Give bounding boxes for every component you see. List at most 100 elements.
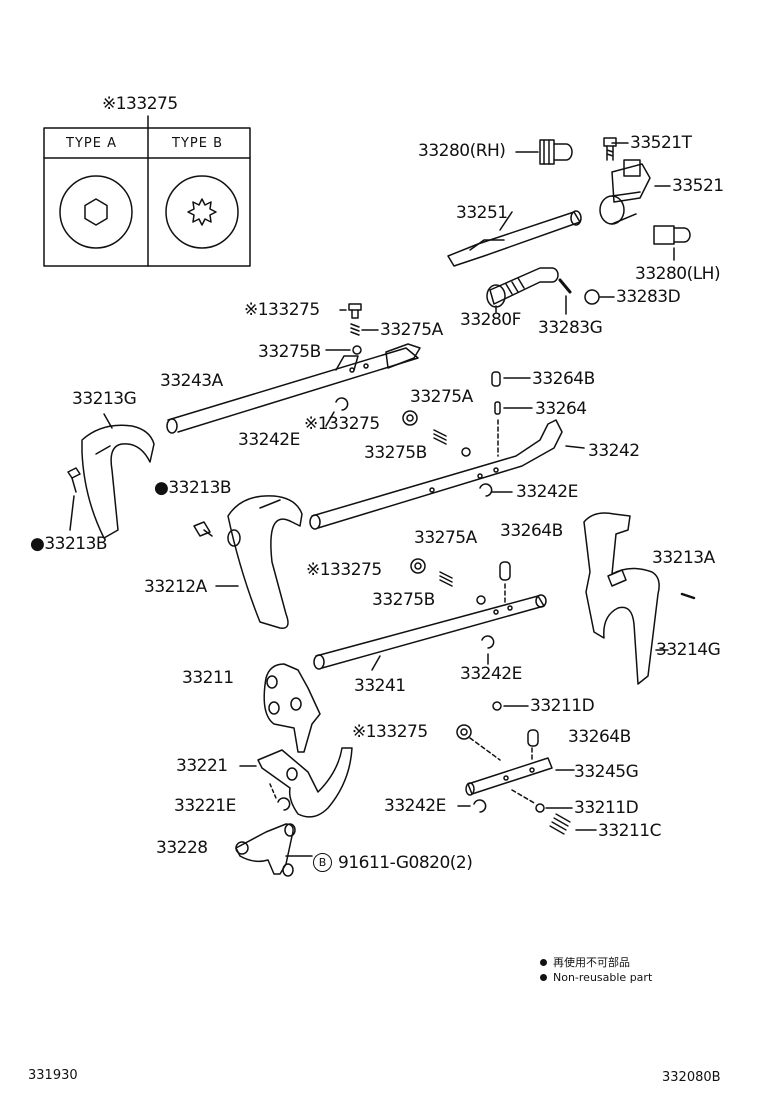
part-33275a-mid — [433, 429, 447, 445]
label-33241: 33241 — [354, 676, 406, 696]
part-33283d — [584, 289, 615, 305]
part-33242e-top — [325, 397, 349, 427]
part-33275b-mid — [461, 447, 471, 457]
b-circle-symbol: B — [313, 853, 332, 872]
label-33275b-3: 33275B — [372, 590, 435, 610]
part-33242e-bottom — [457, 799, 487, 813]
legend-en-text: Non-reusable part — [553, 971, 653, 984]
label-33245g: 33245G — [574, 762, 639, 782]
label-133275-b: ※133275 — [304, 414, 380, 434]
part-33275-mid — [402, 410, 418, 426]
part-33275-top — [339, 303, 362, 319]
label-33283d: 33283D — [616, 287, 681, 307]
part-33211d-top — [492, 701, 529, 711]
label-33275a-2: 33275A — [410, 387, 473, 407]
part-33275-low — [410, 558, 426, 574]
label-33211d-1: 33211D — [530, 696, 595, 716]
label-33264b-3: 33264B — [568, 727, 631, 747]
label-33521: 33521 — [672, 176, 724, 196]
label-33242: 33242 — [588, 441, 640, 461]
part-33221e — [269, 783, 291, 811]
part-33264b-bottom — [527, 729, 539, 763]
label-33521t: 33521T — [630, 133, 692, 153]
label-91611: 91611-G0820(2) — [338, 853, 473, 873]
part-33242 — [309, 419, 585, 530]
label-33280rh: 33280(RH) — [418, 141, 506, 161]
label-33228: 33228 — [156, 838, 208, 858]
table-ref-label: ※133275 — [102, 94, 178, 114]
label-33213b-1: ●33213B — [154, 478, 232, 498]
part-33251 — [447, 210, 582, 267]
part-33211d-bottom — [511, 789, 573, 813]
legend-jp-text: 再使用不可部品 — [553, 956, 630, 969]
label-33213a: 33213A — [652, 548, 715, 568]
part-33264b-top — [491, 371, 531, 387]
label-33280f: 33280F — [460, 310, 521, 330]
label-33242e-1: 33242E — [238, 430, 300, 450]
bullet-icon — [540, 958, 547, 966]
label-33214g: 33214G — [656, 640, 721, 660]
part-33264 — [494, 401, 533, 457]
label-33275b-2: 33275B — [364, 443, 427, 463]
label-33264b-2: 33264B — [500, 521, 563, 541]
type-a-header: TYPE A — [66, 136, 117, 151]
label-133275-d: ※133275 — [352, 722, 428, 742]
label-33212a: 33212A — [144, 577, 207, 597]
label-33275b-1: 33275B — [258, 342, 321, 362]
part-33241 — [313, 594, 547, 671]
part-33275a-top — [350, 323, 379, 336]
part-33275-bottom — [456, 724, 501, 761]
part-33280f — [486, 267, 559, 313]
label-33242e-3: 33242E — [460, 664, 522, 684]
part-33283g — [558, 278, 572, 315]
part-33280lh — [653, 225, 691, 261]
part-33214g — [583, 512, 669, 685]
label-33275a-3: 33275A — [414, 528, 477, 548]
label-33211d-2: 33211D — [574, 798, 639, 818]
part-33242e-low — [481, 635, 495, 665]
part-33211c — [549, 813, 597, 835]
part-33211 — [263, 663, 321, 753]
label-33242e-4: 33242E — [384, 796, 446, 816]
part-33264b-mid — [499, 561, 511, 605]
label-133275-c: ※133275 — [306, 560, 382, 580]
label-33221: 33221 — [176, 756, 228, 776]
part-33212a — [215, 495, 303, 629]
part-33275a-low — [439, 571, 453, 587]
part-33521 — [599, 159, 671, 225]
label-33264b-1: 33264B — [532, 369, 595, 389]
part-33242e-mid — [479, 483, 513, 497]
part-33221 — [239, 747, 353, 818]
label-33213b-2: ●33213B — [30, 534, 108, 554]
part-33213g — [81, 413, 155, 539]
label-33213g: 33213G — [72, 389, 137, 409]
part-33521t — [603, 137, 629, 161]
type-b-header: TYPE B — [172, 136, 223, 151]
label-33280lh: 33280(LH) — [635, 264, 721, 284]
part-33243a — [166, 343, 421, 434]
legend-nonreusable-jp: 再使用不可部品 — [540, 954, 630, 970]
part-33275b-low — [476, 595, 486, 605]
label-33264: 33264 — [535, 399, 587, 419]
label-33275a-1: 33275A — [380, 320, 443, 340]
part-33213b-left — [67, 467, 81, 531]
part-33280rh — [515, 139, 573, 165]
label-33243a: 33243A — [160, 371, 223, 391]
label-133275-a: ※133275 — [244, 300, 320, 320]
part-33213a — [680, 592, 696, 600]
type-table — [43, 115, 251, 267]
part-33228 — [235, 823, 313, 877]
footer-right-code: 332080B — [662, 1070, 721, 1085]
part-33245g — [465, 757, 575, 796]
part-33213b-mid — [193, 521, 213, 537]
label-33211: 33211 — [182, 668, 234, 688]
label-33283g: 33283G — [538, 318, 603, 338]
label-33251: 33251 — [456, 203, 508, 223]
label-33221e: 33221E — [174, 796, 236, 816]
footer-left-code: 331930 — [28, 1068, 78, 1083]
label-33211c: 33211C — [598, 821, 661, 841]
part-33275b-top — [325, 345, 362, 355]
bullet-icon — [540, 974, 547, 981]
